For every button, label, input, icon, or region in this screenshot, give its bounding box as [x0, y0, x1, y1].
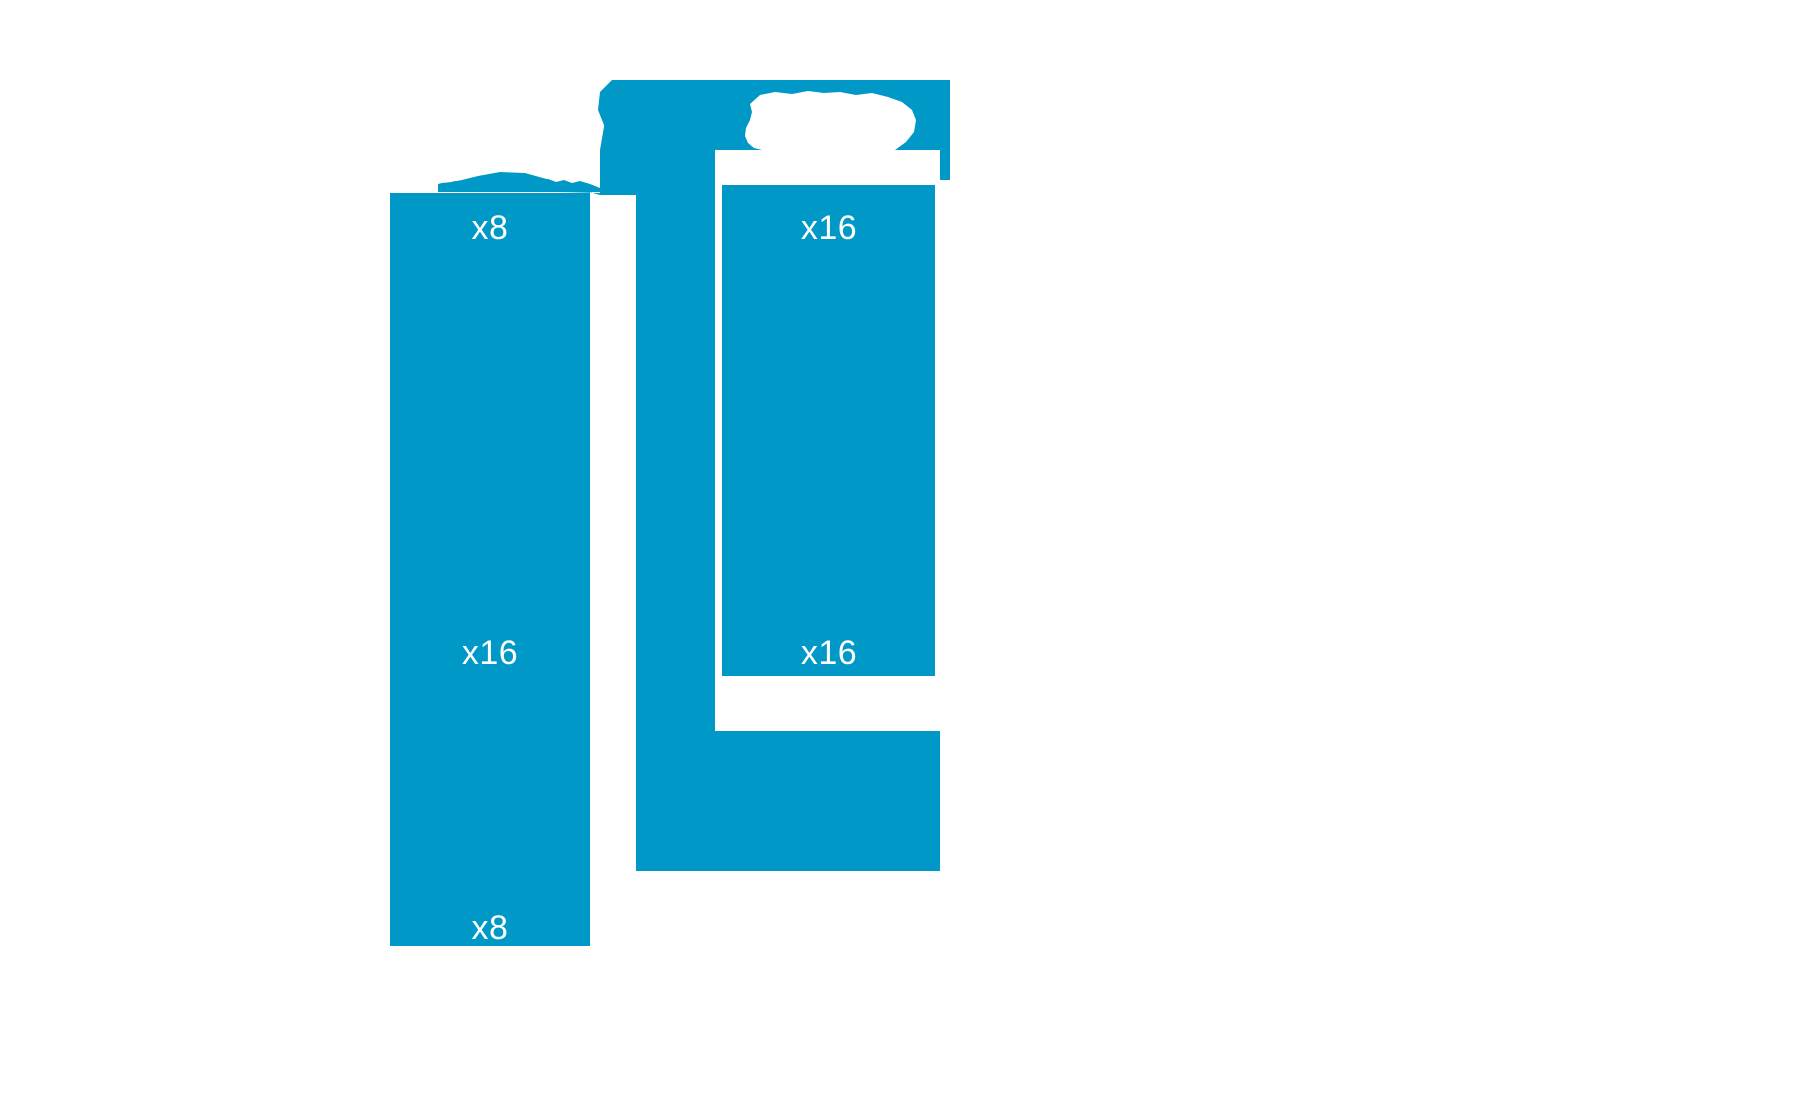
left-bar — [390, 193, 590, 946]
right-inner-bar — [722, 185, 935, 676]
top-diagonal-wedge — [438, 80, 700, 195]
top-ridge-strip — [438, 179, 612, 192]
